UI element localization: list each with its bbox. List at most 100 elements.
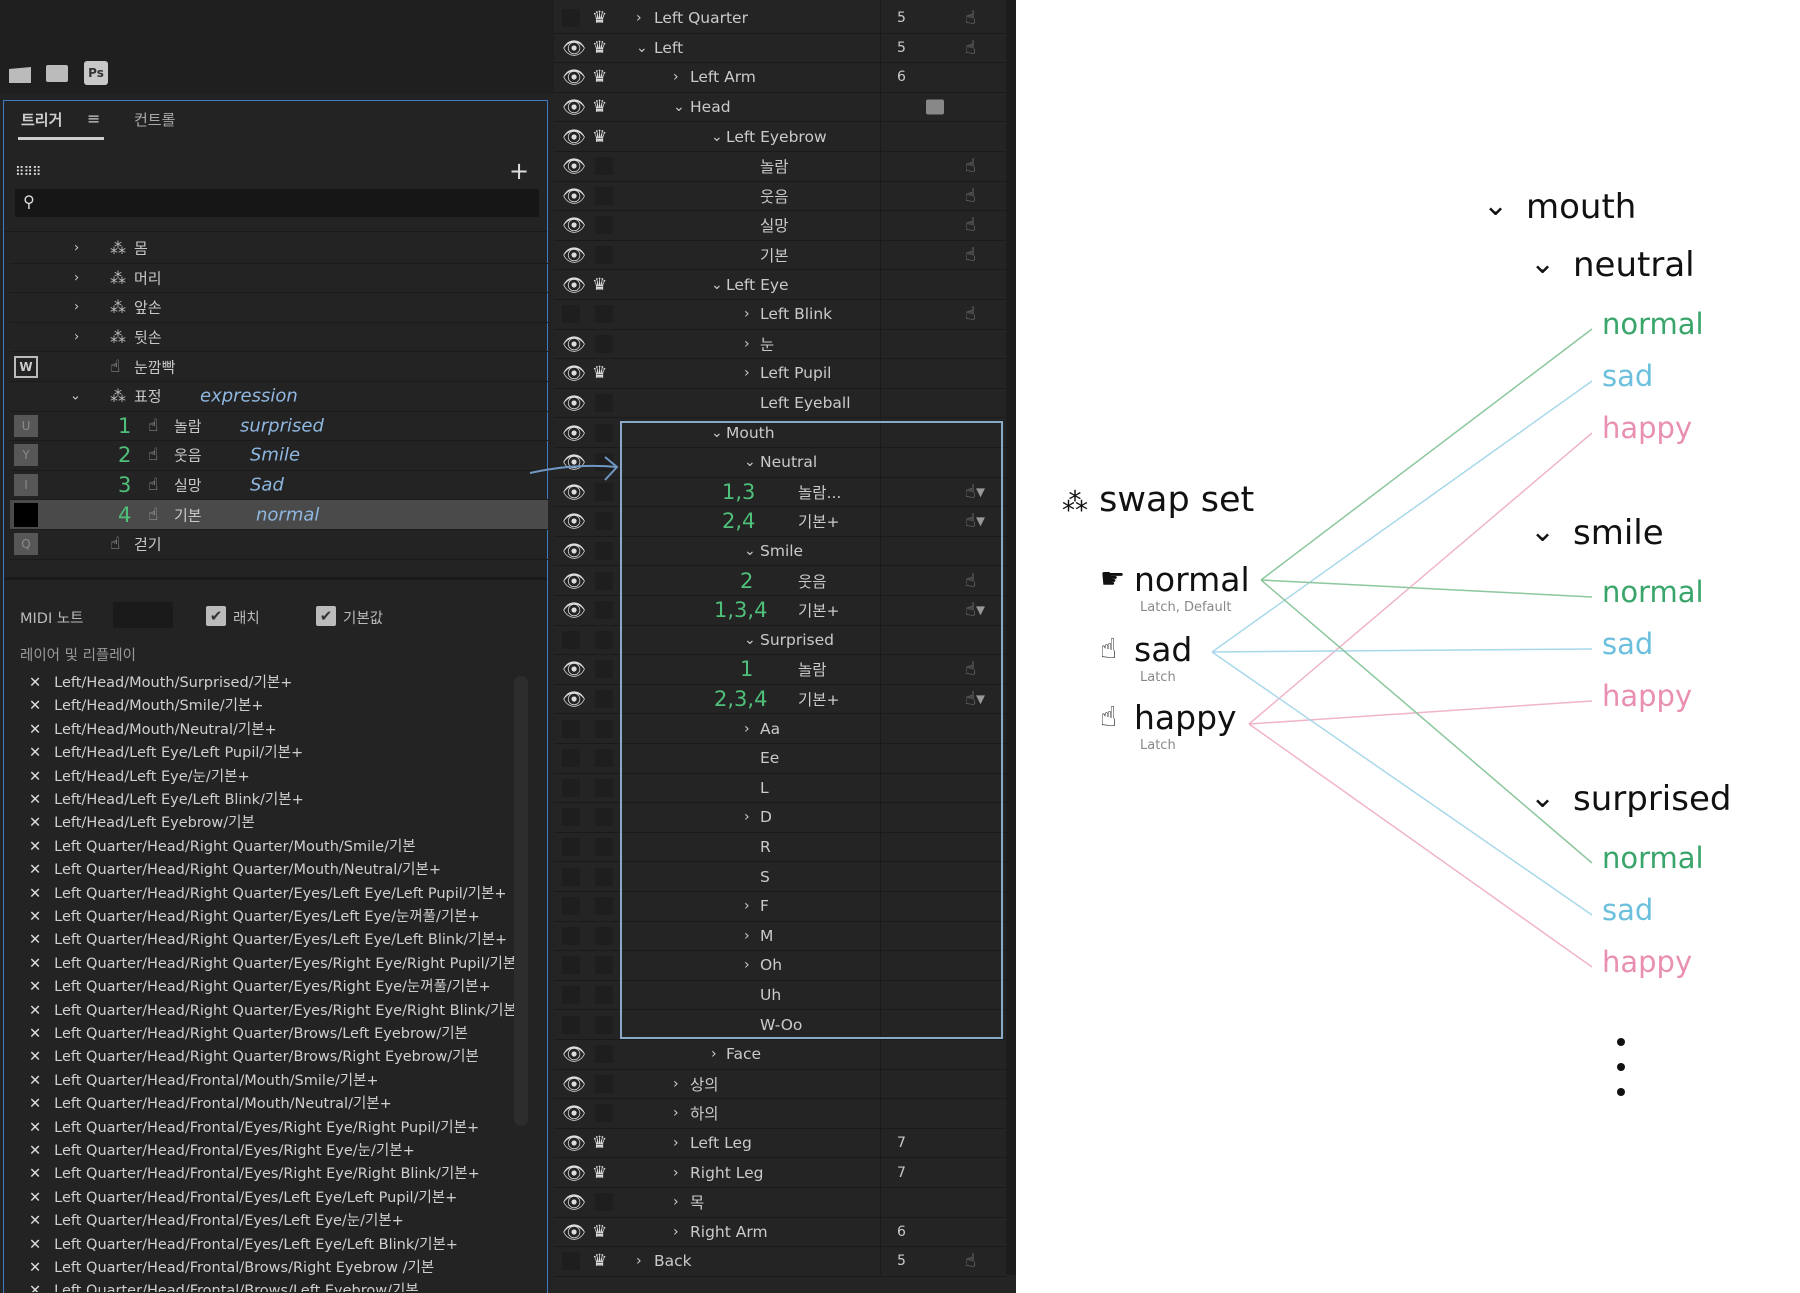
layer-row[interactable]: 👁︎⌄Mouth	[554, 418, 1006, 448]
layer-row[interactable]: 👁︎♛⌄Left Eyebrow	[554, 122, 1006, 152]
eye-icon[interactable]: 👁︎	[562, 422, 587, 445]
eye-icon[interactable]: 👁︎	[562, 244, 587, 267]
chevron-down-icon[interactable]: ⌄	[636, 39, 648, 56]
remove-layer-icon[interactable]: ✕	[29, 932, 42, 949]
visibility-toggle[interactable]	[562, 778, 580, 797]
eye-icon[interactable]: 👁︎	[562, 96, 587, 119]
crown-toggle[interactable]	[595, 246, 613, 265]
chevron-right-icon[interactable]: ›	[673, 1223, 679, 1240]
camera-icon[interactable]	[926, 99, 944, 115]
crown-toggle[interactable]	[595, 157, 613, 176]
crown-toggle[interactable]	[595, 1045, 613, 1064]
layer-row[interactable]: 👁︎놀람☝	[554, 152, 1006, 182]
tab-controls[interactable]: 컨트롤	[134, 111, 176, 129]
trigger-hand-icon[interactable]: ☝	[965, 570, 976, 592]
remove-layer-icon[interactable]: ✕	[29, 1096, 42, 1113]
eye-icon[interactable]: 👁︎	[562, 1073, 587, 1096]
crown-toggle[interactable]	[595, 571, 613, 590]
remove-layer-icon[interactable]: ✕	[29, 838, 42, 855]
eye-icon[interactable]: 👁︎	[562, 510, 587, 533]
crown-toggle[interactable]	[595, 601, 613, 620]
eye-icon[interactable]: 👁︎	[562, 688, 587, 711]
crown-toggle[interactable]	[595, 986, 613, 1005]
chevron-right-icon[interactable]: ›	[744, 927, 750, 944]
keyboard-icon[interactable]: ⠿⠿⠿	[15, 165, 42, 180]
layer-row[interactable]: 👁︎실망☝	[554, 211, 1006, 241]
trigger-dropdown-icon[interactable]: ☝▾	[965, 510, 985, 532]
visibility-toggle[interactable]	[562, 986, 580, 1005]
visibility-toggle[interactable]	[562, 1252, 580, 1271]
chevron-right-icon[interactable]: ›	[744, 720, 750, 737]
crown-icon[interactable]: ♛	[592, 37, 608, 58]
add-trigger-button[interactable]: +	[509, 157, 530, 185]
layer-row[interactable]: ⌄Surprised	[554, 626, 1006, 656]
visibility-toggle[interactable]	[562, 838, 580, 857]
crown-toggle[interactable]	[595, 216, 613, 235]
trigger-hand-icon[interactable]: ☝	[965, 214, 976, 236]
chevron-down-icon[interactable]: ⌄	[744, 543, 756, 560]
crown-toggle[interactable]	[595, 334, 613, 353]
eye-icon[interactable]: 👁︎	[562, 1043, 587, 1066]
crown-icon[interactable]: ♛	[592, 126, 608, 147]
trigger-row[interactable]: ›⁂머리	[10, 264, 548, 294]
layer-row[interactable]: 👁︎♛⌄Head	[554, 93, 1006, 123]
remove-layer-icon[interactable]: ✕	[29, 1213, 42, 1230]
layer-row[interactable]: 👁︎›Face	[554, 1040, 1006, 1070]
crown-icon[interactable]: ♛	[592, 67, 608, 88]
eye-icon[interactable]: 👁︎	[562, 1132, 587, 1155]
eye-icon[interactable]: 👁︎	[562, 66, 587, 89]
crown-icon[interactable]: ♛	[592, 8, 608, 29]
midi-note-input[interactable]	[113, 602, 173, 628]
layer-row[interactable]: S	[554, 862, 1006, 892]
eye-icon[interactable]: 👁︎	[562, 214, 587, 237]
layer-row[interactable]: ›M	[554, 922, 1006, 952]
layer-row[interactable]: 👁︎♛⌄Left Eye	[554, 270, 1006, 300]
crown-toggle[interactable]	[595, 956, 613, 975]
remove-layer-icon[interactable]: ✕	[29, 792, 42, 808]
eye-icon[interactable]: 👁︎	[562, 1162, 587, 1185]
eye-icon[interactable]: 👁︎	[562, 362, 587, 385]
crown-icon[interactable]: ♛	[592, 97, 608, 118]
trigger-row[interactable]: ›⁂뒷손	[10, 323, 548, 353]
remove-layer-icon[interactable]: ✕	[29, 1189, 42, 1206]
layer-row[interactable]: Ee	[554, 744, 1006, 774]
crown-toggle[interactable]	[595, 926, 613, 945]
layer-row[interactable]: 👁︎›상의	[554, 1070, 1006, 1100]
chevron-right-icon[interactable]: ›	[673, 1135, 679, 1152]
trigger-row[interactable]: W☝눈깜빡	[10, 352, 548, 382]
layer-row[interactable]: 👁︎기본☝	[554, 241, 1006, 271]
eye-icon[interactable]: 👁︎	[562, 333, 587, 356]
chevron-right-icon[interactable]: ›	[673, 69, 679, 86]
folder-icon[interactable]	[46, 65, 68, 82]
layer-row[interactable]: ›F	[554, 892, 1006, 922]
eye-icon[interactable]: 👁︎	[562, 126, 587, 149]
crown-icon[interactable]: ♛	[592, 274, 608, 295]
layer-row[interactable]: 👁︎›목	[554, 1188, 1006, 1218]
layer-row[interactable]: 👁︎웃음☝	[554, 182, 1006, 212]
chevron-down-icon[interactable]: ⌄	[70, 388, 81, 404]
chevron-right-icon[interactable]: ›	[74, 240, 80, 256]
chevron-right-icon[interactable]: ›	[636, 10, 642, 27]
chevron-down-icon[interactable]: ⌄	[711, 276, 723, 293]
search-input[interactable]: ⚲	[15, 189, 539, 217]
trigger-hand-icon[interactable]: ☝	[965, 155, 976, 177]
crown-toggle[interactable]	[595, 867, 613, 886]
crown-icon[interactable]: ♛	[592, 363, 608, 384]
chevron-right-icon[interactable]: ›	[744, 957, 750, 974]
crown-toggle[interactable]	[595, 512, 613, 531]
chevron-down-icon[interactable]: ⌄	[711, 128, 723, 145]
trigger-hand-icon[interactable]: ☝	[965, 185, 976, 207]
trigger-hand-icon[interactable]: ☝	[965, 1250, 976, 1272]
chevron-right-icon[interactable]: ›	[744, 898, 750, 915]
remove-layer-icon[interactable]: ✕	[29, 1166, 42, 1183]
chevron-right-icon[interactable]: ›	[673, 1194, 679, 1211]
remove-layer-icon[interactable]: ✕	[29, 1143, 42, 1159]
crown-toggle[interactable]	[595, 690, 613, 709]
visibility-toggle[interactable]	[562, 956, 580, 975]
